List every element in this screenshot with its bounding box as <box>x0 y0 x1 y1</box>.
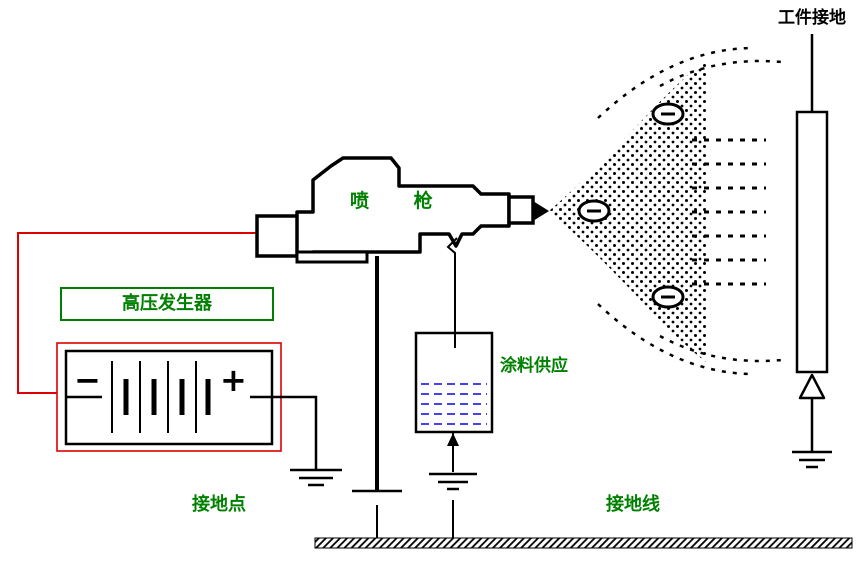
ground-point-label: 接地点 <box>192 494 246 515</box>
spray-cone <box>549 60 706 362</box>
nozzle-tip-icon <box>533 201 549 221</box>
ground-wire-label: 接地线 <box>606 494 660 515</box>
hv-wire <box>17 232 257 394</box>
spray-gun-label: 喷 枪 <box>350 190 433 212</box>
container-ground-wire <box>447 432 459 472</box>
workpiece-ground-label: 工件接地 <box>778 8 846 28</box>
paint-supply-line <box>446 237 458 348</box>
paint-liquid-icon <box>421 383 487 425</box>
hv-generator-label: 高压发生器 <box>122 293 212 314</box>
paint-supply-label: 涂料供应 <box>500 356 568 376</box>
hv-generator-box: 高压发生器 <box>60 287 274 321</box>
ground-strip <box>314 500 853 549</box>
ground-symbol-battery <box>290 468 342 487</box>
spray-gun <box>255 156 549 264</box>
up-arrow-icon <box>447 433 459 446</box>
negative-charge-icon <box>651 102 685 126</box>
ground-symbol-workpiece <box>792 450 832 469</box>
battery-negative-sign: − <box>74 361 101 399</box>
battery-box <box>56 342 318 470</box>
battery-positive-sign: + <box>220 361 247 399</box>
ground-symbol-container <box>429 472 477 491</box>
gun-ground-wire <box>352 256 402 493</box>
negative-charge-icon <box>577 199 611 223</box>
field-line-arcs <box>597 46 783 376</box>
battery-cells-icon <box>66 361 318 470</box>
negative-charge-icon <box>651 285 685 309</box>
workpiece <box>795 34 829 452</box>
paint-container <box>414 331 494 434</box>
field-line-dashes <box>692 138 766 286</box>
